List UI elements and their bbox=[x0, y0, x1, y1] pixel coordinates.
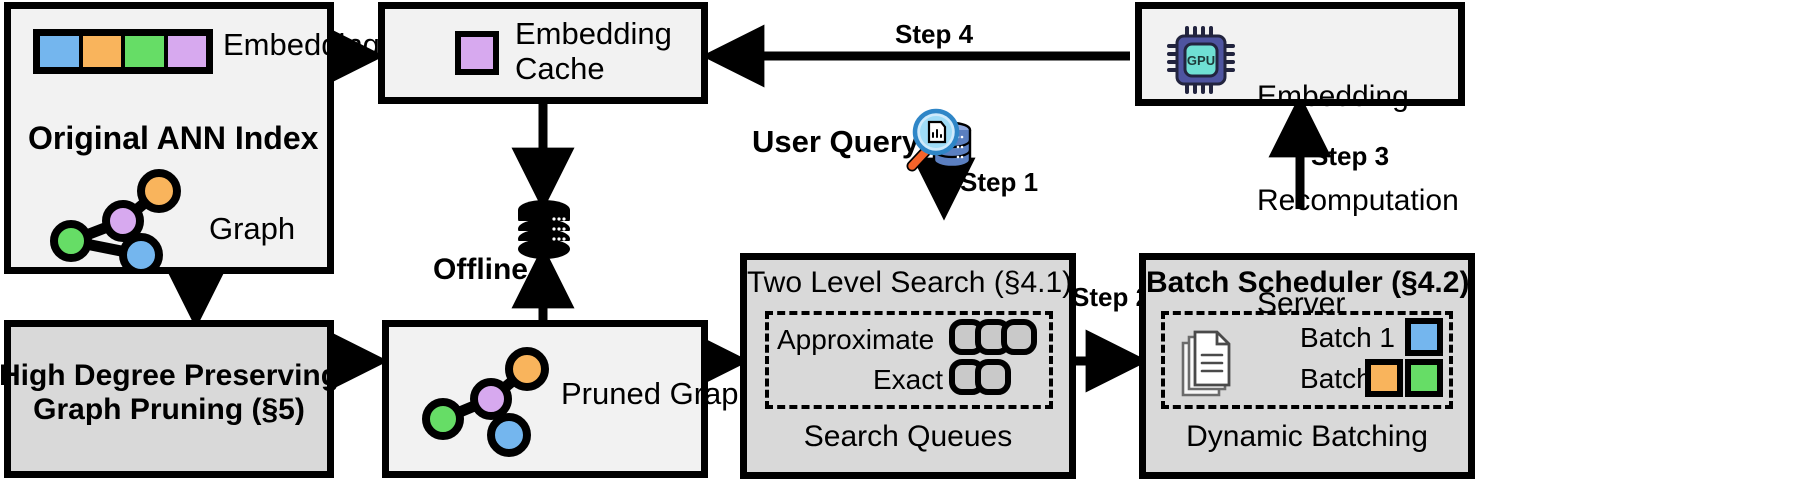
recompute-server-line1: Embedding bbox=[1257, 80, 1409, 113]
recompute-server-line3: Server bbox=[1257, 287, 1346, 320]
embedding-cell-blue bbox=[40, 36, 83, 67]
embedding-cell-green bbox=[125, 36, 168, 67]
two-level-search-box: Two Level Search (§4.1) Approximate Exac… bbox=[740, 253, 1076, 479]
offline-storage-line1: Offline bbox=[433, 253, 528, 287]
graph-pruning-line2: Graph Pruning (§5) bbox=[33, 392, 305, 426]
gpu-chip-text: GPU bbox=[1187, 53, 1215, 68]
graph-pruning-box: High Degree Preserving Graph Pruning (§5… bbox=[0, 320, 339, 478]
recompute-server-title: Embedding Recomputation Server bbox=[1257, 11, 1459, 391]
queue-cell[interactable] bbox=[975, 359, 1011, 395]
graph-glyph bbox=[50, 169, 181, 274]
gpu-chip-icon: GPU bbox=[1167, 26, 1235, 94]
search-queues-footer: Search Queues bbox=[803, 420, 1013, 453]
magnifier-document-icon bbox=[906, 108, 972, 172]
batch-1-swatch-blue bbox=[1405, 318, 1443, 356]
original-ann-index-title: Original ANN Index bbox=[28, 120, 319, 156]
embedding-cache-line2: Cache bbox=[515, 50, 605, 86]
batch-2-swatch-green bbox=[1405, 359, 1443, 397]
search-row-label-approximate: Approximate bbox=[777, 324, 935, 355]
pruned-graph-box: Pruned Graph bbox=[382, 320, 756, 478]
two-level-search-title: Two Level Search (§4.1) bbox=[747, 266, 1073, 299]
graph-pruning-line1: High Degree Preserving bbox=[0, 359, 340, 392]
search-queues-group: Approximate Exact bbox=[765, 311, 1053, 409]
queue-cell[interactable] bbox=[1001, 319, 1037, 355]
embedding-label: Embedding bbox=[223, 27, 380, 62]
pruned-graph-glyph bbox=[422, 347, 549, 457]
embedding-cell-purple bbox=[167, 36, 206, 67]
cache-swatch-purple bbox=[455, 31, 499, 75]
dynamic-batching-footer: Dynamic Batching bbox=[1186, 420, 1428, 453]
step-3-label: Step 3 bbox=[1311, 141, 1390, 171]
embedding-cell-orange bbox=[82, 36, 125, 67]
step-1-label: Step 1 bbox=[960, 167, 1039, 197]
batch-scheduler-title: Batch Scheduler (§4.2) bbox=[1146, 266, 1470, 299]
dynamic-batching-group: Batch 1 Batch 2 bbox=[1161, 311, 1453, 409]
graph-label: Graph bbox=[209, 211, 296, 246]
recompute-server-line2: Recomputation bbox=[1257, 183, 1459, 217]
original-ann-index-box: Embedding Original ANN Index Graph bbox=[4, 2, 380, 274]
embedding-cache-title: Embedding Cache bbox=[515, 16, 695, 86]
graph-pruning-title: High Degree Preserving Graph Pruning (§5… bbox=[0, 359, 339, 426]
embedding-cache-line1: Embedding bbox=[515, 16, 672, 51]
document-stack-icon bbox=[1181, 330, 1231, 397]
embedding-strip bbox=[33, 29, 213, 74]
step-4-label: Step 4 bbox=[895, 19, 974, 49]
embedding-cache-box: Embedding Cache bbox=[378, 2, 708, 104]
batch-scheduler-box: Batch Scheduler (§4.2) Batch 1 Batch 2 D… bbox=[1139, 253, 1475, 479]
batch-2-swatch-orange bbox=[1365, 359, 1403, 397]
embedding-recomputation-server-box: GPU Embedding Recomputation Server bbox=[1135, 2, 1465, 320]
pruned-graph-label: Pruned Graph bbox=[561, 376, 756, 411]
search-row-label-exact: Exact bbox=[873, 364, 944, 395]
user-query-label: User Query bbox=[752, 124, 920, 159]
batch-1-label: Batch 1 bbox=[1300, 322, 1395, 353]
database-icon bbox=[518, 200, 570, 259]
